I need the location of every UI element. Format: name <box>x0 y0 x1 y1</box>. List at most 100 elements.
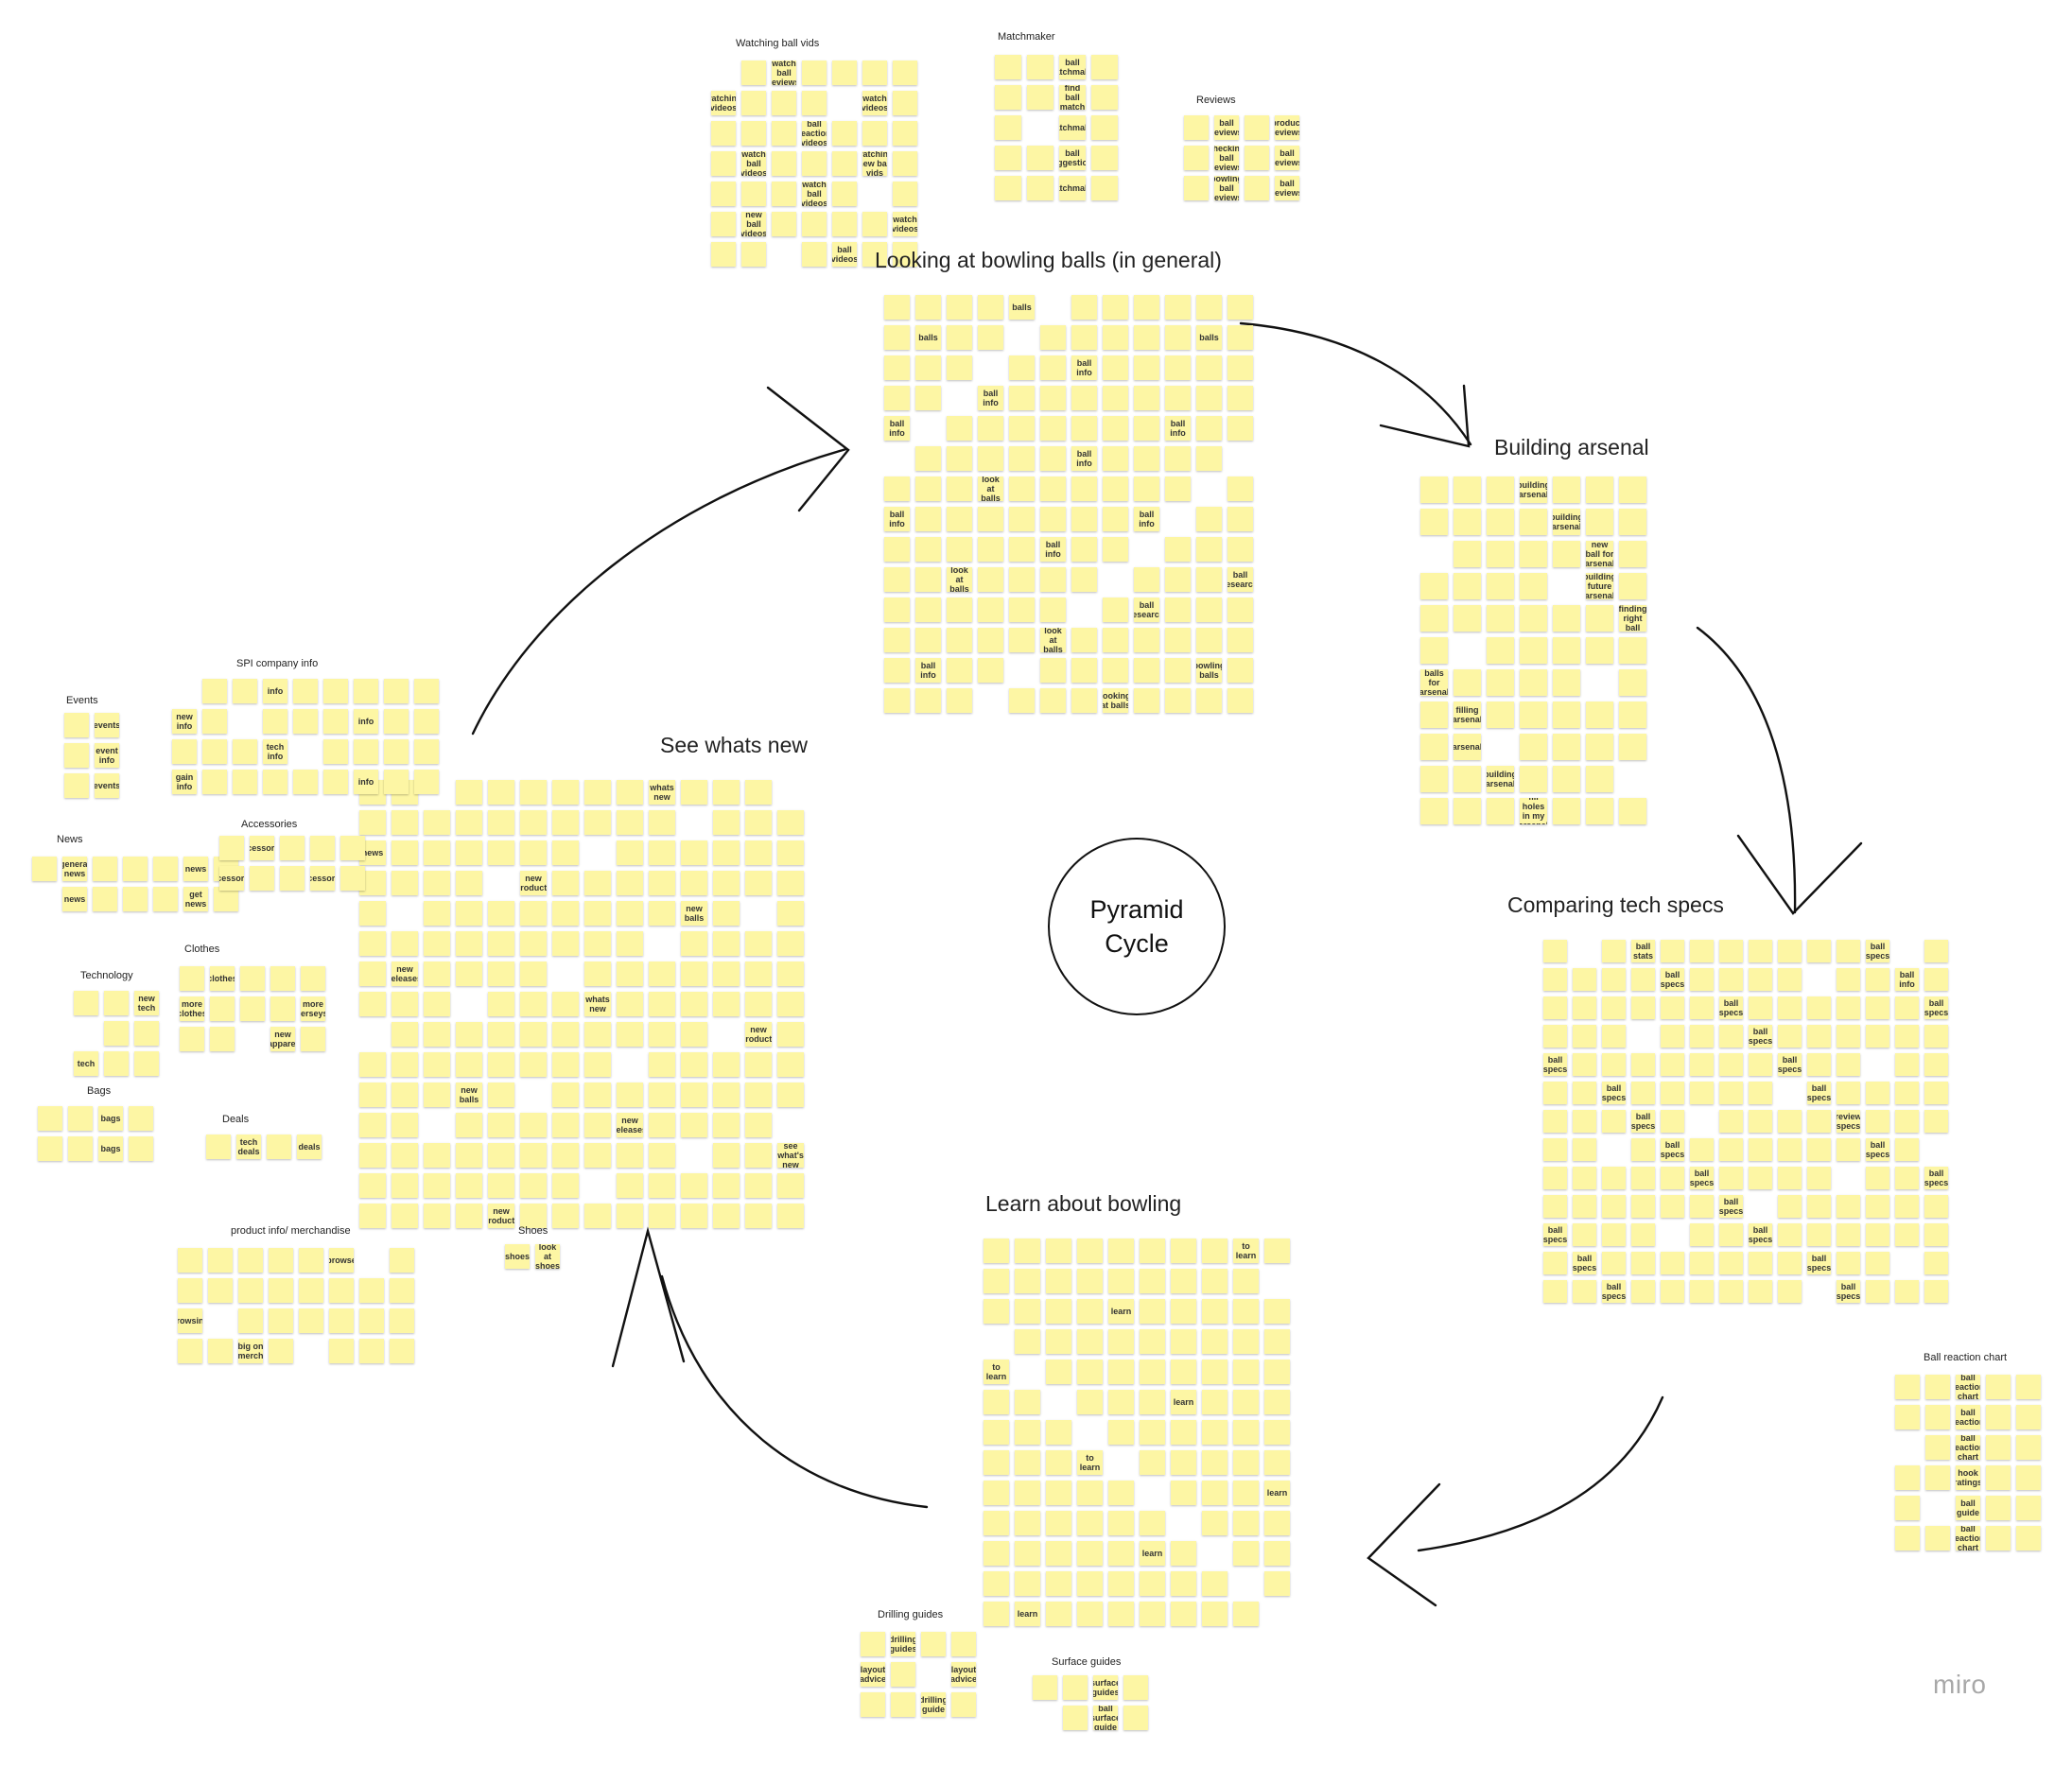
sticky-note[interactable] <box>1543 940 1567 962</box>
sticky-note[interactable] <box>293 709 318 734</box>
sticky-note[interactable] <box>233 679 257 703</box>
sticky-note[interactable] <box>862 121 887 146</box>
sticky-note[interactable]: ball info <box>1134 507 1159 531</box>
sticky-note[interactable] <box>392 840 418 865</box>
sticky-note[interactable] <box>745 961 772 986</box>
sticky-note[interactable] <box>745 1113 772 1137</box>
sticky-note[interactable] <box>1837 968 1860 991</box>
sticky-note[interactable] <box>1108 1420 1134 1445</box>
sticky-note[interactable] <box>202 770 227 794</box>
sticky-note[interactable] <box>1573 968 1596 991</box>
sticky-note[interactable] <box>1077 1269 1103 1293</box>
sticky-note[interactable] <box>777 931 804 956</box>
sticky-note[interactable] <box>1134 628 1159 652</box>
sticky-note[interactable] <box>1171 1541 1196 1566</box>
sticky-note[interactable] <box>1454 573 1481 599</box>
sticky-note[interactable]: building arsenal <box>1520 476 1547 503</box>
sticky-note[interactable] <box>1631 996 1655 1019</box>
sticky-note[interactable] <box>1925 1526 1950 1550</box>
sticky-note[interactable] <box>233 770 257 794</box>
sticky-note[interactable] <box>1202 1360 1228 1384</box>
sticky-note[interactable] <box>741 91 766 115</box>
sticky-note[interactable] <box>1071 386 1097 410</box>
sticky-note[interactable]: new products <box>520 871 547 895</box>
sticky-note[interactable] <box>206 1135 231 1159</box>
sticky-note[interactable] <box>1619 734 1646 760</box>
sticky-note[interactable]: matchmaker <box>1059 115 1086 140</box>
sticky-note[interactable] <box>1245 176 1269 200</box>
sticky-note[interactable] <box>862 212 887 236</box>
sticky-note[interactable] <box>208 1248 233 1273</box>
sticky-note[interactable] <box>359 1052 386 1077</box>
sticky-note[interactable] <box>1661 996 1684 1019</box>
sticky-note[interactable] <box>1454 541 1481 567</box>
sticky-note[interactable] <box>359 1173 386 1198</box>
sticky-note[interactable] <box>777 1022 804 1047</box>
sticky-note[interactable] <box>711 212 736 236</box>
sticky-note[interactable] <box>681 992 707 1016</box>
sticky-note[interactable] <box>1108 1541 1134 1566</box>
sticky-note[interactable] <box>488 1173 514 1198</box>
sticky-note[interactable] <box>1619 573 1646 599</box>
sticky-note[interactable] <box>1202 1239 1228 1263</box>
sticky-note[interactable] <box>1573 1110 1596 1133</box>
sticky-note[interactable]: building arsenal <box>1553 509 1580 535</box>
sticky-note[interactable] <box>520 961 547 986</box>
sticky-note[interactable] <box>392 1143 418 1168</box>
sticky-note[interactable] <box>947 658 972 683</box>
sticky-note[interactable]: learn <box>1264 1481 1290 1505</box>
sticky-note[interactable] <box>520 1052 547 1077</box>
sticky-note[interactable]: gain info <box>172 770 197 794</box>
sticky-note[interactable]: look at balls <box>978 476 1003 501</box>
sticky-note[interactable]: browsing <box>178 1308 202 1333</box>
sticky-note[interactable] <box>947 537 972 562</box>
sticky-note[interactable] <box>745 840 772 865</box>
sticky-note[interactable]: find ball match <box>1059 85 1086 110</box>
sticky-note[interactable] <box>1063 1675 1088 1700</box>
sticky-note[interactable] <box>488 901 514 926</box>
sticky-note[interactable] <box>1749 1053 1772 1076</box>
sticky-note[interactable] <box>1165 688 1191 713</box>
sticky-note[interactable] <box>1895 1053 1919 1076</box>
sticky-note[interactable] <box>1140 1299 1165 1324</box>
sticky-note[interactable] <box>984 1420 1009 1445</box>
sticky-note[interactable]: ball specs <box>1543 1053 1567 1076</box>
sticky-note[interactable] <box>1690 996 1714 1019</box>
sticky-note[interactable] <box>1077 1299 1103 1324</box>
sticky-note[interactable] <box>1009 446 1035 471</box>
sticky-note[interactable] <box>745 1204 772 1228</box>
sticky-note[interactable] <box>1420 702 1448 728</box>
sticky-note[interactable] <box>802 151 827 176</box>
sticky-note[interactable]: layout advice <box>861 1662 885 1687</box>
sticky-note[interactable] <box>772 91 796 115</box>
sticky-note[interactable] <box>263 770 287 794</box>
sticky-note[interactable] <box>1719 940 1743 962</box>
sticky-note[interactable] <box>1602 940 1626 962</box>
sticky-note[interactable] <box>1543 1195 1567 1218</box>
sticky-note[interactable] <box>1264 1571 1290 1596</box>
sticky-note[interactable] <box>1134 295 1159 320</box>
sticky-note[interactable] <box>456 1173 482 1198</box>
sticky-note[interactable] <box>552 1173 579 1198</box>
sticky-note[interactable] <box>263 709 287 734</box>
sticky-note[interactable]: ball specs <box>1573 1252 1596 1274</box>
sticky-note[interactable] <box>424 810 450 835</box>
sticky-note[interactable]: ball info <box>884 416 910 441</box>
sticky-note[interactable] <box>584 810 611 835</box>
sticky-note[interactable] <box>978 416 1003 441</box>
sticky-note[interactable]: ball matchmaker <box>1059 55 1086 79</box>
sticky-note[interactable] <box>947 446 972 471</box>
sticky-note[interactable] <box>947 628 972 652</box>
sticky-note[interactable]: more clothes <box>180 996 204 1021</box>
sticky-note[interactable] <box>456 961 482 986</box>
sticky-note[interactable] <box>1553 734 1580 760</box>
sticky-note[interactable] <box>1420 766 1448 792</box>
sticky-note[interactable] <box>1040 386 1066 410</box>
sticky-note[interactable] <box>68 1106 93 1131</box>
sticky-note[interactable] <box>915 688 941 713</box>
sticky-note[interactable] <box>681 1204 707 1228</box>
sticky-note[interactable] <box>240 996 265 1021</box>
sticky-note[interactable] <box>1071 476 1097 501</box>
sticky-note[interactable] <box>1264 1239 1290 1263</box>
sticky-note[interactable] <box>1454 509 1481 535</box>
